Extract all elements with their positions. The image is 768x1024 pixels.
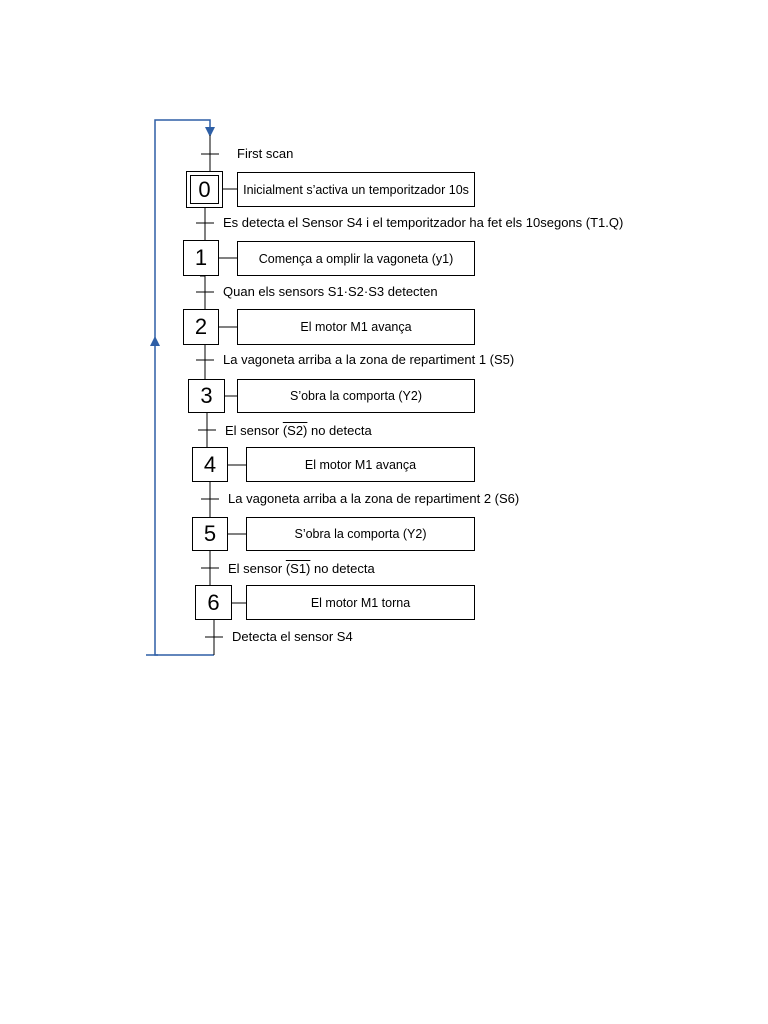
transition-5-label: La vagoneta arriba a la zona de repartim…	[228, 491, 520, 506]
return-loop-line	[154, 119, 214, 656]
transition-6-prefix: El sensor	[228, 561, 286, 576]
step-2: 2	[183, 309, 219, 345]
transition-4-label: El sensor (S2) no detecta	[225, 423, 372, 439]
loop-arrow-top-icon	[205, 127, 215, 137]
loop-arrow-up-icon	[150, 336, 160, 346]
transition-7-label: Detecta el sensor S4	[232, 629, 353, 644]
transition-1-label: Es detecta el Sensor S4 i el temporitzad…	[223, 215, 624, 230]
step-3-action: S’obra la comporta (Y2)	[237, 379, 475, 413]
transition-4-suffix: no detecta	[307, 423, 372, 438]
step-3: 3	[188, 379, 225, 413]
transition-bars	[196, 153, 223, 638]
step-6: 6	[195, 585, 232, 620]
step-1: 1	[183, 240, 219, 276]
step-5: 5	[192, 517, 228, 551]
transition-first-scan: First scan	[237, 146, 294, 161]
step-4-action: El motor M1 avança	[246, 447, 475, 482]
step-0-action: Inicialment s’activa un temporitzador 10…	[237, 172, 475, 207]
step-6-action: El motor M1 torna	[246, 585, 475, 620]
transition-6-label: El sensor (S1) no detecta	[228, 561, 375, 577]
transition-3-label: La vagoneta arriba a la zona de repartim…	[223, 352, 515, 367]
transition-4-signal: (S2)	[282, 423, 308, 438]
transition-6-suffix: no detecta	[310, 561, 375, 576]
transition-2-label: Quan els sensors S1·S2·S3 detecten	[223, 284, 438, 299]
step-4: 4	[192, 447, 228, 482]
transition-4-prefix: El sensor	[225, 423, 283, 438]
action-connectors	[219, 188, 246, 604]
step-1-action: Comença a omplir la vagoneta (y1)	[237, 241, 475, 276]
step-5-action: S’obra la comporta (Y2)	[246, 517, 475, 551]
step-2-action: El motor M1 avança	[237, 309, 475, 345]
transition-6-signal: (S1)	[285, 561, 311, 576]
step-0-initial: 0	[186, 171, 223, 208]
